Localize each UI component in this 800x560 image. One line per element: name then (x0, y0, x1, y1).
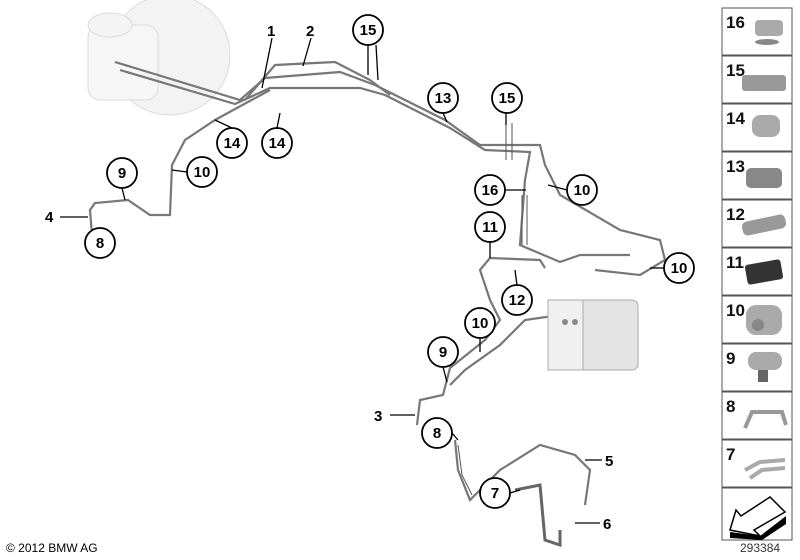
callout-10: 10 (472, 315, 489, 332)
callout-16: 16 (482, 182, 499, 199)
circled-callouts: 15 13 15 14 14 9 10 8 16 10 11 10 12 10 … (84, 14, 695, 509)
callout-4: 4 (45, 209, 54, 226)
callout-10: 10 (671, 260, 688, 277)
callout-9: 9 (118, 165, 126, 182)
callout-9: 9 (439, 344, 447, 361)
callout-7: 7 (491, 485, 499, 502)
leader-lines (60, 37, 664, 524)
copyright: © 2012 BMW AG (6, 541, 98, 555)
svg-text:8: 8 (726, 397, 735, 416)
callout-5: 5 (605, 453, 613, 470)
svg-text:9: 9 (726, 349, 735, 368)
bracket (514, 483, 562, 548)
svg-text:12: 12 (726, 205, 745, 224)
part-11[interactable]: 11 (721, 247, 793, 296)
svg-text:13: 13 (726, 157, 745, 176)
callout-12: 12 (509, 292, 526, 309)
part-7[interactable]: 7 (721, 439, 793, 488)
callout-10: 10 (574, 182, 591, 199)
part-15[interactable]: 15 (721, 55, 793, 104)
svg-text:10: 10 (726, 301, 745, 320)
callout-6: 6 (603, 516, 611, 533)
arrow-icon (729, 496, 787, 538)
callout-15: 15 (499, 90, 516, 107)
part-8[interactable]: 8 (721, 391, 793, 440)
parts-panel: 16 15 14 13 12 11 10 9 8 7 (721, 7, 793, 541)
callout-14: 14 (224, 135, 241, 152)
abs-unit (547, 299, 639, 371)
callout-8: 8 (433, 425, 441, 442)
part-13[interactable]: 13 (721, 151, 793, 200)
callout-11: 11 (482, 219, 498, 236)
callout-14: 14 (269, 135, 286, 152)
brake-booster (87, 0, 231, 116)
part-16[interactable]: 16 (721, 7, 793, 56)
part-10[interactable]: 10 (721, 295, 793, 344)
callout-15: 15 (360, 22, 377, 39)
callout-13: 13 (435, 90, 452, 107)
navigate-arrow-button[interactable] (721, 487, 793, 541)
svg-text:16: 16 (726, 13, 745, 32)
svg-text:7: 7 (726, 445, 735, 464)
svg-text:15: 15 (726, 61, 745, 80)
part-12[interactable]: 12 (721, 199, 793, 248)
brake-pipes (88, 60, 667, 506)
svg-text:14: 14 (726, 109, 745, 128)
diagram-number: 293384 (740, 541, 781, 555)
callout-3: 3 (374, 408, 382, 425)
callout-8: 8 (96, 235, 104, 252)
callout-10: 10 (194, 164, 211, 181)
callout-1: 1 (267, 23, 275, 40)
callout-2: 2 (306, 23, 314, 40)
part-9[interactable]: 9 (721, 343, 793, 392)
part-14[interactable]: 14 (721, 103, 793, 152)
svg-text:11: 11 (726, 253, 744, 272)
